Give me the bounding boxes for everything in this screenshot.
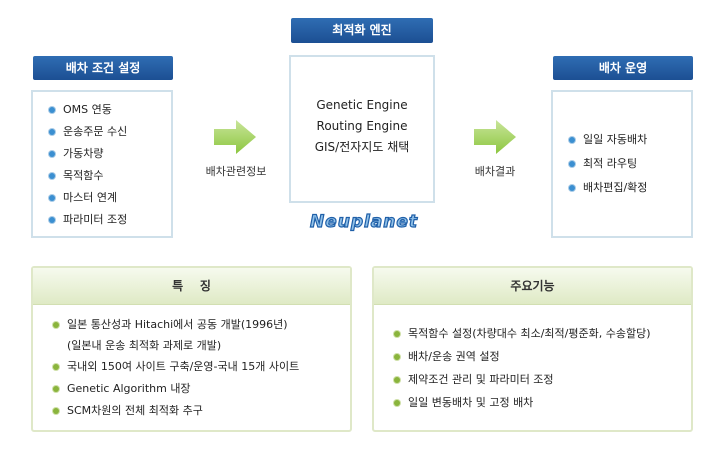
- features-list: 일본 통산성과 Hitachi에서 공동 개발(1996년) (일본내 운송 최…: [49, 314, 299, 422]
- list-item: 제약조건 관리 및 파라미터 조정: [390, 368, 651, 391]
- dispatch-info-label: 배차관련정보: [205, 165, 267, 178]
- list-item: 일본 통산성과 Hitachi에서 공동 개발(1996년): [49, 314, 299, 335]
- bullet-icon: [569, 161, 575, 167]
- bullet-icon: [49, 195, 55, 201]
- list-item: 목적함수 설정(차량대수 최소/최적/평준화, 수송할당): [390, 322, 651, 345]
- dispatch-result-label: 배차결과: [474, 165, 516, 178]
- list-item: 파라미터 조정: [45, 209, 127, 231]
- bullet-icon: [394, 353, 400, 360]
- bullet-icon: [53, 386, 59, 392]
- bullet-icon: [394, 399, 400, 406]
- list-item: 일일 변동배차 및 고정 배차: [390, 391, 651, 414]
- functions-title: 주요기능: [374, 268, 691, 305]
- bullet-icon: [394, 376, 400, 383]
- bullet-icon: [53, 408, 59, 414]
- list-item: Genetic Algorithm 내장: [49, 378, 299, 400]
- list-item: 최적 라우팅: [565, 152, 647, 176]
- dispatch-condition-box: OMS 연동 운송주문 수신 가동차량 목적함수 마스터 연계 파라미터 조정: [31, 90, 173, 238]
- neuplanet-logo: Neuplanet: [309, 211, 419, 232]
- list-item: 가동차량: [45, 143, 127, 165]
- right-arrow-icon: [474, 120, 516, 154]
- bullet-icon: [49, 107, 55, 113]
- list-item: 배차/운송 권역 설정: [390, 345, 651, 368]
- list-item: SCM차원의 전체 최적화 추구: [49, 400, 299, 422]
- features-panel: 특 징 일본 통산성과 Hitachi에서 공동 개발(1996년) (일본내 …: [31, 266, 352, 432]
- bullet-icon: [394, 330, 400, 337]
- dispatch-operation-header: 배차 운영: [553, 56, 693, 80]
- list-item: 운송주문 수신: [45, 121, 127, 143]
- bullet-icon: [53, 321, 59, 328]
- list-item: (일본내 운송 최적화 과제로 개발): [67, 339, 222, 352]
- optimization-engine-header: 최적화 엔진: [291, 18, 433, 43]
- engine-line-gis: GIS/전자지도 채택: [314, 140, 410, 154]
- bullet-icon: [49, 217, 55, 223]
- bullet-icon: [569, 185, 575, 191]
- dispatch-condition-header: 배차 조건 설정: [33, 56, 173, 80]
- list-item: 일일 자동배차: [565, 128, 647, 152]
- dispatch-condition-list: OMS 연동 운송주문 수신 가동차량 목적함수 마스터 연계 파라미터 조정: [45, 99, 127, 231]
- engine-line-routing: Routing Engine: [316, 119, 408, 133]
- features-title: 특 징: [33, 268, 350, 305]
- bullet-icon: [49, 151, 55, 157]
- functions-list: 목적함수 설정(차량대수 최소/최적/평준화, 수송할당) 배차/운송 권역 설…: [390, 322, 651, 414]
- bullet-icon: [53, 364, 59, 370]
- functions-panel: 주요기능 목적함수 설정(차량대수 최소/최적/평준화, 수송할당) 배차/운송…: [372, 266, 693, 432]
- optimization-engine-box: Genetic Engine Routing Engine GIS/전자지도 채…: [289, 55, 435, 203]
- bullet-icon: [569, 137, 575, 143]
- dispatch-operation-list: 일일 자동배차 최적 라우팅 배차편집/확정: [565, 128, 647, 200]
- list-item: 마스터 연계: [45, 187, 127, 209]
- list-item: 배차편집/확정: [565, 176, 647, 200]
- list-item: OMS 연동: [45, 99, 127, 121]
- right-arrow-icon: [214, 120, 256, 154]
- list-item: 국내외 150여 사이트 구축/운영-국내 15개 사이트: [49, 356, 299, 378]
- dispatch-operation-box: 일일 자동배차 최적 라우팅 배차편집/확정: [551, 90, 693, 238]
- bullet-icon: [49, 173, 55, 179]
- list-item: 목적함수: [45, 165, 127, 187]
- engine-line-genetic: Genetic Engine: [316, 98, 408, 112]
- bullet-icon: [49, 129, 55, 135]
